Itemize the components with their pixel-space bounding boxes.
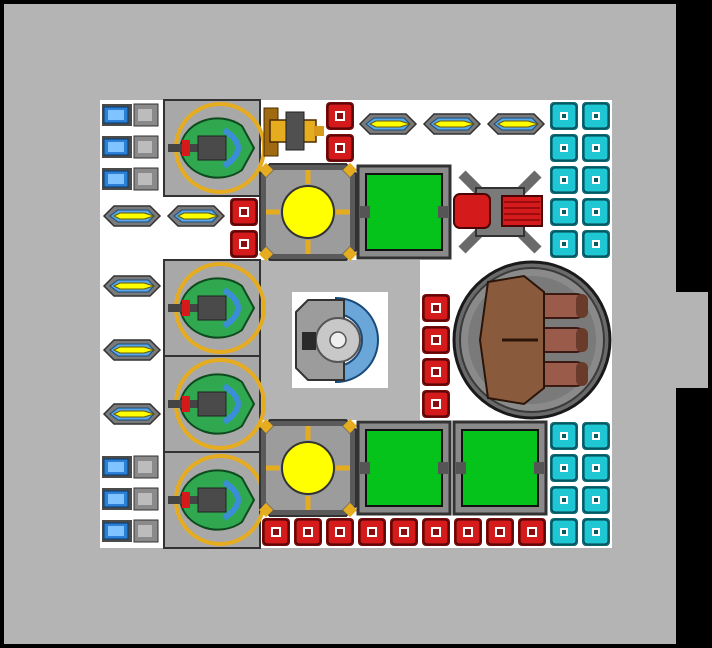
red-armor-block[interactable] [390,518,418,546]
red-armor-block[interactable] [326,102,354,130]
red-armor-block[interactable] [326,518,354,546]
cyan-armor-block[interactable] [550,102,578,130]
cyan-armor-block[interactable] [550,230,578,258]
cyan-armor-block[interactable] [582,166,610,194]
cyan-armor-block[interactable] [582,486,610,514]
blue-thruster[interactable] [102,487,159,511]
red-armor-block[interactable] [358,518,386,546]
cyan-armor-block[interactable] [582,518,610,546]
cyan-armor-block[interactable] [582,198,610,226]
yellow-missile-pod[interactable] [422,113,482,135]
cyan-armor-block[interactable] [550,166,578,194]
blue-thruster[interactable] [102,519,159,543]
red-armor-block[interactable] [230,198,258,226]
green-cargo-panel[interactable] [356,164,452,260]
yellow-missile-pod[interactable] [358,113,418,135]
cyan-armor-block[interactable] [582,422,610,450]
red-gatling-gun[interactable] [453,168,544,256]
cyan-armor-block[interactable] [550,198,578,226]
red-armor-block[interactable] [518,518,546,546]
green-cargo-panel[interactable] [356,420,452,516]
cyan-armor-block[interactable] [550,422,578,450]
cyan-armor-block[interactable] [582,134,610,162]
green-weapon-pod[interactable] [163,259,266,357]
red-armor-block[interactable] [262,518,290,546]
green-weapon-pod[interactable] [163,451,266,549]
large-cannon-turret[interactable] [452,260,612,420]
cyan-armor-block[interactable] [550,454,578,482]
cyan-armor-block[interactable] [550,518,578,546]
green-weapon-pod[interactable] [163,355,266,453]
red-armor-block[interactable] [422,294,450,322]
reactor-core[interactable] [258,418,358,518]
cyan-armor-block[interactable] [582,102,610,130]
cyan-armor-block[interactable] [550,134,578,162]
blue-thruster[interactable] [102,103,159,127]
red-armor-block[interactable] [422,358,450,386]
yellow-missile-pod[interactable] [102,403,162,425]
red-armor-block[interactable] [422,518,450,546]
red-armor-block[interactable] [486,518,514,546]
red-armor-block[interactable] [422,390,450,418]
blue-thruster[interactable] [102,135,159,159]
red-armor-block[interactable] [326,134,354,162]
blue-thruster[interactable] [102,455,159,479]
reactor-core[interactable] [258,162,358,262]
blue-thruster[interactable] [102,167,159,191]
red-armor-block[interactable] [422,326,450,354]
green-cargo-panel[interactable] [452,420,548,516]
red-armor-block[interactable] [294,518,322,546]
yellow-missile-pod[interactable] [102,275,162,297]
yellow-missile-pod[interactable] [102,339,162,361]
shield-generator[interactable] [292,292,388,388]
cyan-armor-block[interactable] [582,230,610,258]
yellow-missile-pod[interactable] [102,205,162,227]
yellow-missile-pod[interactable] [166,205,226,227]
red-armor-block[interactable] [230,230,258,258]
red-armor-block[interactable] [454,518,482,546]
yellow-missile-pod[interactable] [486,113,546,135]
cyan-armor-block[interactable] [550,486,578,514]
green-weapon-pod[interactable] [163,99,266,197]
cyan-armor-block[interactable] [582,454,610,482]
gold-laser-emitter[interactable] [263,107,324,157]
